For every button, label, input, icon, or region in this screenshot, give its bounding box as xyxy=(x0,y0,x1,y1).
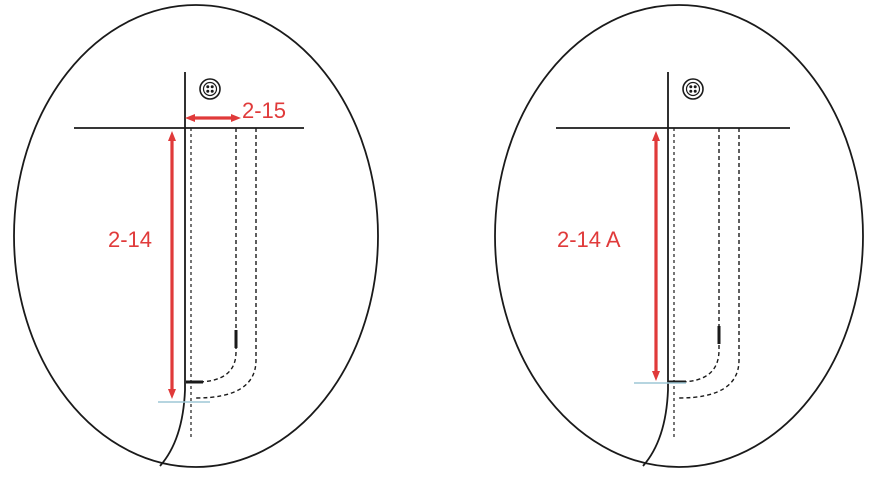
left-horizontal-label: 2-15 xyxy=(242,98,286,123)
right-front-edge-curve xyxy=(642,128,669,467)
right-panel: 2-14 A xyxy=(494,4,864,468)
right-oval-outline xyxy=(494,4,864,468)
right-pocket-stitch-outer-2 xyxy=(678,128,740,399)
left-front-edge-curve xyxy=(159,128,186,467)
left-panel: 2-14 2-15 xyxy=(13,4,379,468)
left-oval-outline xyxy=(13,4,379,468)
right-pocket-stitch-outer xyxy=(678,128,720,383)
left-pocket-stitch-outer xyxy=(195,128,237,383)
four-hole-button-icon xyxy=(682,78,704,100)
left-vertical-label: 2-14 xyxy=(108,227,152,252)
four-hole-button-icon xyxy=(199,78,221,100)
left-pocket-stitch-outer-2 xyxy=(195,128,257,399)
right-vertical-label: 2-14 A xyxy=(557,227,621,252)
